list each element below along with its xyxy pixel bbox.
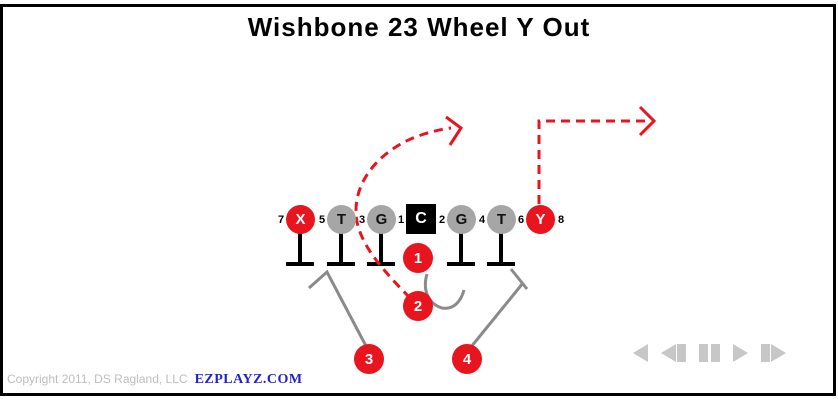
gap-number-2: 2 <box>438 214 446 226</box>
player-left-tackle: T <box>327 205 356 234</box>
blocking-sticks <box>286 233 515 266</box>
player-right-guard: G <box>447 205 476 234</box>
player-left-guard: G <box>367 205 396 234</box>
player-y-tight-end: Y <box>526 205 555 234</box>
gap-number-4: 4 <box>478 214 486 226</box>
gap-number-3: 3 <box>358 214 366 226</box>
triangle-left-icon <box>633 344 648 362</box>
back-4-fullback: 4 <box>452 344 482 374</box>
gap-number-8: 8 <box>557 214 565 226</box>
player-center: C <box>406 204 436 234</box>
triangle-right-icon <box>771 344 786 362</box>
playback-controls <box>633 344 786 362</box>
pause-bar-icon <box>699 344 708 362</box>
gap-number-6: 6 <box>517 214 525 226</box>
pause-button[interactable] <box>699 344 720 362</box>
triangle-right-icon <box>733 344 748 362</box>
wheel-route-arrowhead-icon <box>445 115 464 146</box>
back-3-halfback: 3 <box>354 344 384 374</box>
gap-number-5: 5 <box>318 214 326 226</box>
page-title: Wishbone 23 Wheel Y Out <box>247 12 591 42</box>
qb-swing-path <box>423 273 466 310</box>
pause-bar-icon <box>711 344 720 362</box>
back-2-halfback: 2 <box>403 291 433 321</box>
play-reverse-button[interactable] <box>633 344 648 362</box>
y-out-route-arrowhead-icon <box>638 105 657 137</box>
play-button[interactable] <box>733 344 748 362</box>
brand-link[interactable]: EZPLAYZ.COM <box>194 372 303 387</box>
back-4-block-path <box>469 282 525 348</box>
wheel-route-path <box>354 126 452 300</box>
step-backward-button[interactable] <box>661 344 686 362</box>
gap-number-1: 1 <box>397 214 405 226</box>
player-x-split-end: X <box>286 205 315 234</box>
back-3-block-path <box>308 269 368 347</box>
bar-icon <box>677 344 686 362</box>
gap-number-7: 7 <box>277 214 285 226</box>
back-4-block-cap <box>509 268 529 290</box>
diagram-border-frame <box>0 4 836 396</box>
triangle-left-icon <box>661 344 676 362</box>
footer: Copyright 2011, DS Ragland, LLC EZPLAYZ.… <box>7 372 303 388</box>
player-right-tackle: T <box>487 205 516 234</box>
y-out-route-path <box>537 119 648 204</box>
step-forward-button[interactable] <box>761 344 786 362</box>
bar-icon <box>761 344 770 362</box>
back-1-quarterback: 1 <box>403 243 433 273</box>
copyright-text: Copyright 2011, DS Ragland, LLC <box>7 372 188 386</box>
